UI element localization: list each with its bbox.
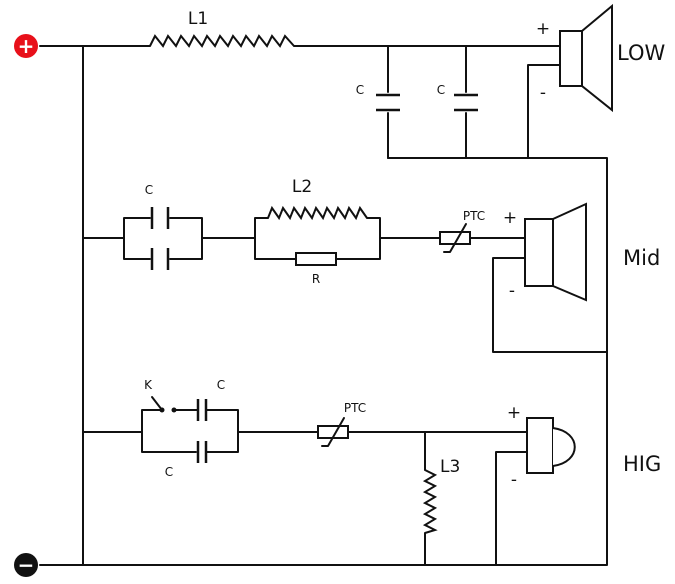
inductor-l1-label: L1 <box>188 9 208 29</box>
speaker-high-minus: - <box>511 470 517 490</box>
ptc-mid-label: PTC <box>463 209 485 223</box>
ptc-high-label: PTC <box>344 401 366 415</box>
ptc-high: PTC <box>317 401 366 447</box>
inductor-l2-label: L2 <box>292 177 312 197</box>
capacitor-low-2: C <box>437 83 478 112</box>
speaker-high-plus: + <box>507 403 521 423</box>
capacitor-high-bottom: C <box>165 441 208 479</box>
wires <box>39 45 608 566</box>
speaker-high: + - HIG <box>507 403 661 490</box>
capacitor-low-1-label: C <box>356 83 364 97</box>
capacitor-low-2-label: C <box>437 83 445 97</box>
switch-k: K <box>144 378 177 413</box>
capacitor-mid-pair: C <box>145 183 170 270</box>
negative-terminal: − <box>14 553 38 577</box>
inductor-l3: L3 <box>422 457 460 534</box>
speaker-low-minus: - <box>540 83 546 103</box>
capacitor-high-bottom-label: C <box>165 465 173 479</box>
speaker-mid-name: Mid <box>623 246 660 270</box>
inductor-l2: L2 <box>267 177 368 221</box>
speaker-high-name: HIG <box>623 452 661 476</box>
speaker-low-name: LOW <box>617 41 665 65</box>
capacitor-high-top-label: C <box>217 378 225 392</box>
positive-terminal: + <box>14 34 38 58</box>
resistor-r-label: R <box>312 272 320 286</box>
ptc-mid: PTC <box>439 209 485 253</box>
inductor-l3-label: L3 <box>440 457 460 477</box>
speaker-mid-minus: - <box>509 281 515 301</box>
resistor-r: R <box>295 252 337 286</box>
speaker-mid: + - Mid <box>503 202 660 302</box>
switch-k-label: K <box>144 378 153 392</box>
speaker-mid-plus: + <box>503 208 517 228</box>
inductor-l1: L1 <box>149 9 295 48</box>
speaker-low: + - LOW <box>536 3 665 113</box>
speaker-low-plus: + <box>536 19 550 39</box>
capacitor-low-1: C <box>356 83 400 112</box>
negative-terminal-sign: − <box>18 553 35 577</box>
capacitor-mid-label: C <box>145 183 153 197</box>
capacitor-high-top: C <box>196 378 225 421</box>
positive-terminal-sign: + <box>18 34 35 58</box>
